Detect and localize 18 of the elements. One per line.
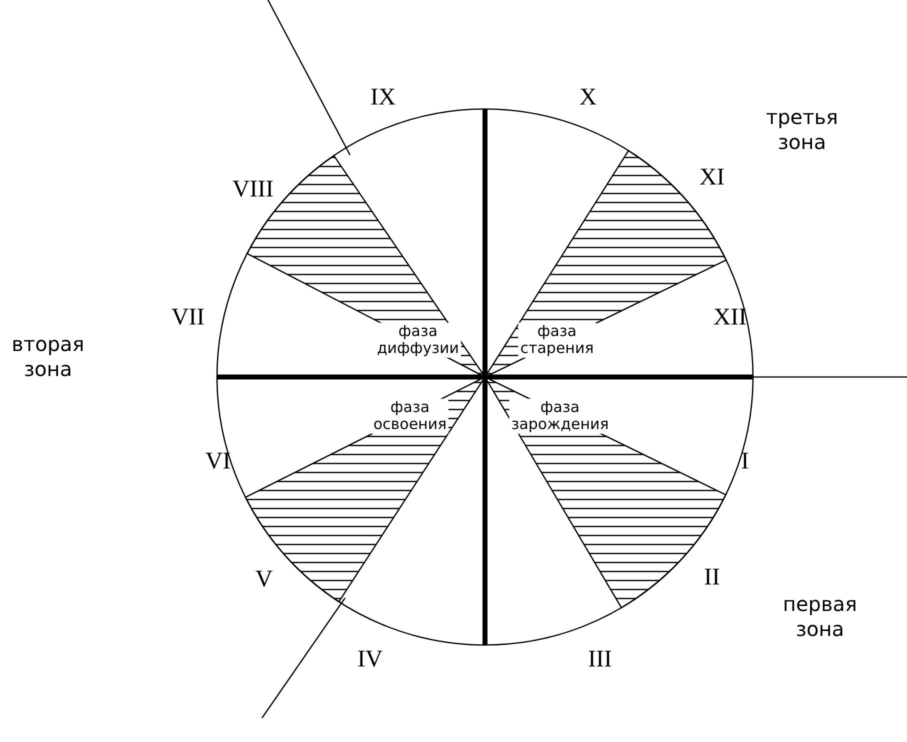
roman-numeral: VIII	[232, 176, 274, 204]
roman-numeral: XII	[713, 304, 747, 332]
zone-label: первая зона	[782, 592, 858, 642]
zone-label: третья зона	[766, 105, 838, 155]
roman-numeral: XI	[699, 164, 725, 192]
roman-numeral: IX	[370, 84, 396, 112]
phase-label: фаза диффузии	[374, 322, 462, 358]
phase-label: фаза освоения	[371, 398, 449, 434]
phase-label: фаза старения	[518, 322, 596, 358]
roman-numeral: IV	[357, 646, 383, 674]
roman-numeral: VI	[205, 448, 231, 476]
roman-numeral: VII	[171, 304, 205, 332]
roman-numeral: X	[579, 84, 597, 112]
roman-numeral: II	[704, 564, 720, 592]
roman-numeral: I	[741, 448, 749, 476]
roman-numeral: III	[588, 646, 612, 674]
zone-label: вторая зона	[12, 332, 84, 382]
roman-numeral: V	[255, 566, 273, 594]
